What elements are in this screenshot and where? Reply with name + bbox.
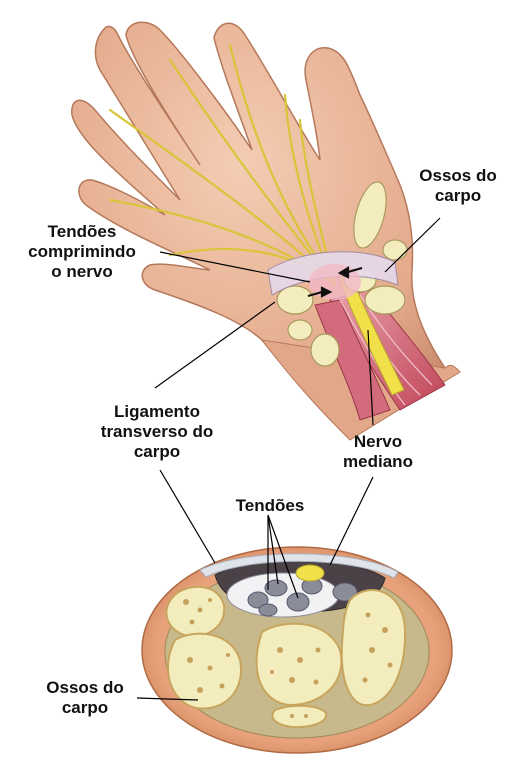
label-ossos-carpo-bottom: Ossos do carpo [32,678,138,718]
label-ligamento: Ligamento transverso do carpo [72,402,242,462]
label-line: carpo [408,186,508,206]
leader-ligamento [155,302,275,388]
median-nerve-cross-section [296,565,324,581]
label-nervo-mediano: Nervo mediano [330,432,426,472]
label-line: Ossos do [408,166,508,186]
label-line: transverso do [72,422,242,442]
label-tendoes-comprimindo: Tendões comprimindo o nervo [4,222,160,282]
cross-section [142,547,452,753]
label-line: o nervo [4,262,160,282]
label-line: Ossos do [32,678,138,698]
leader-ligamento-bottom [160,470,215,563]
label-ossos-carpo-top: Ossos do carpo [408,166,508,206]
label-line: mediano [330,452,426,472]
label-line: Nervo [330,432,426,452]
label-line: Tendões [4,222,160,242]
label-line: Ligamento [72,402,242,422]
label-line: carpo [72,442,242,462]
label-line: comprimindo [4,242,160,262]
label-tendoes: Tendões [220,496,320,516]
tendon-sheath [227,573,339,617]
label-line: Tendões [220,496,320,516]
leader-nervo-bottom [330,477,373,565]
label-line: carpo [32,698,138,718]
